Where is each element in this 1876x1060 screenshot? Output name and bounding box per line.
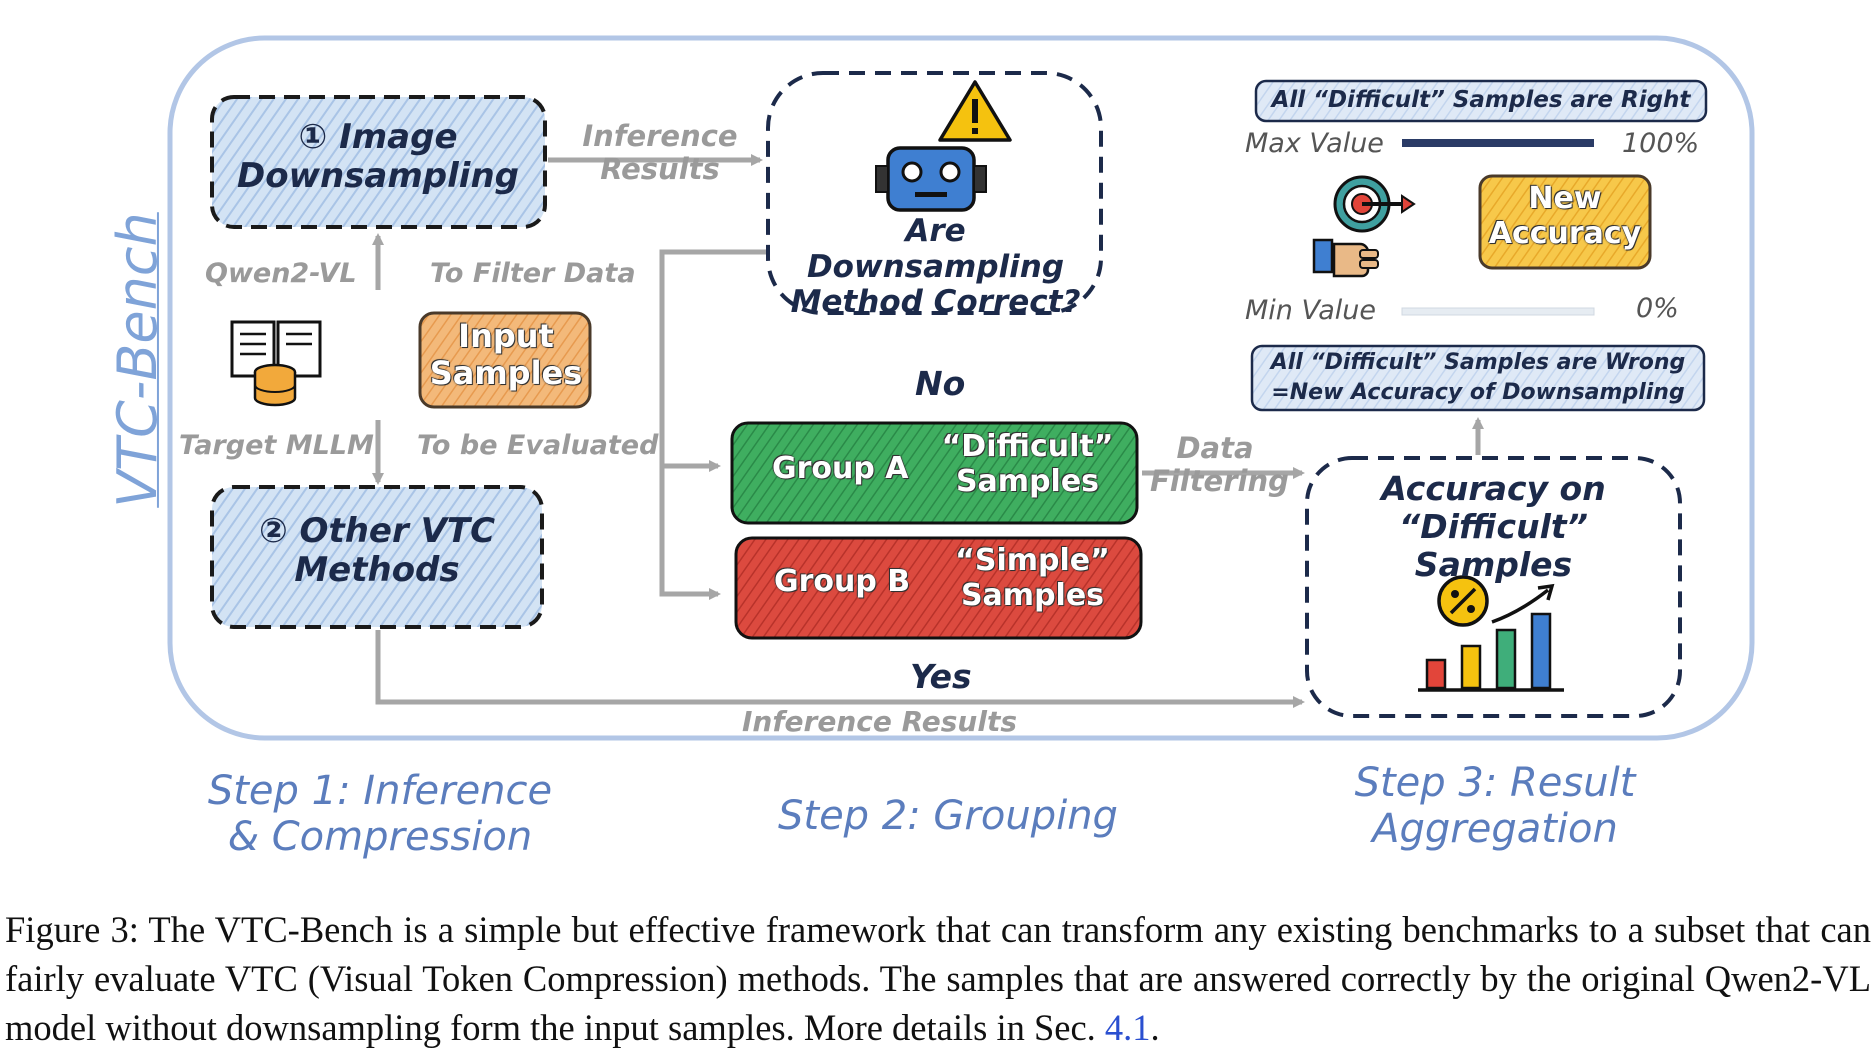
group-a-box [730,421,1139,525]
question-box [766,71,1103,315]
inference-results-top-label: Inference Results [582,119,738,187]
step2-title: Step 2: Grouping [778,793,1118,839]
section-reference-link[interactable]: 4.1 [1104,1007,1151,1048]
image-downsampling-label: ① Image Downsampling [237,117,519,197]
question-label: Are Downsampling Method Correct? [790,213,1081,321]
input-samples-box [418,311,592,409]
framework-label: VTC-Bench [105,212,169,508]
filter-data-label: To Filter Data [430,258,636,289]
diagram-canvas [167,35,1755,741]
inference-results-bottom-label: Inference Results [742,705,1017,738]
qwen-label: Qwen2-VL [205,258,357,289]
group-a-samples-label: “Difficult” Samples [941,429,1114,499]
min-value-label: Min Value [1245,295,1377,326]
caption-end: . [1150,1007,1160,1048]
all-wrong-line2: =New Accuracy of Downsampling [1271,380,1685,405]
arrow-branch-no [659,249,766,472]
data-filtering-label: Data Filtering [1150,431,1289,499]
new-accuracy-label: New Accuracy [1488,181,1642,251]
other-vtc-label: ② Other VTC Methods [258,511,496,591]
accuracy-box-label: Accuracy on “Difficult” Samples [1381,469,1606,584]
group-b-label: Group B [774,564,911,599]
all-wrong-box [1250,344,1706,412]
arrow-branch-to-b [659,466,721,600]
other-vtc-box [210,485,544,629]
min-value-bar [1401,307,1595,316]
document-database-icon [230,320,322,407]
robot-warning-icon [875,80,1012,212]
accuracy-box [1305,456,1682,718]
caption-text: Figure 3: The VTC-Bench is a simple but … [5,909,1871,1048]
input-samples-label: Input Samples [429,317,583,392]
all-wrong-line1: All “Difficult” Samples are Wrong [1270,350,1686,375]
growth-chart-icon [1418,575,1564,692]
figure-diagram: VTC-Bench ① Image Downsampling ② Other V… [105,35,1755,860]
target-mllm-label: Target MLLM [179,430,374,461]
arrow-yes-inference [375,630,1305,708]
no-label: No [915,364,966,403]
max-value-bar [1402,139,1594,147]
group-b-samples-label: “Simple” Samples [955,543,1110,613]
target-hand-icon [1312,175,1416,278]
max-value-label: Max Value [1245,128,1384,159]
all-right-box [1254,79,1708,123]
new-accuracy-box [1478,174,1652,270]
max-percent-label: 100% [1622,128,1700,159]
figure-caption: Figure 3: The VTC-Bench is a simple but … [5,905,1871,1052]
yes-label: Yes [910,657,972,696]
framework-frame [167,35,1755,741]
min-percent-label: 0% [1636,293,1679,324]
all-right-label: All “Difficult” Samples are Right [1271,87,1691,113]
image-downsampling-box [210,95,547,229]
step1-title: Step 1: Inference & Compression [207,768,553,860]
to-be-evaluated-label: To be Evaluated [417,430,659,461]
step3-title: Step 3: Result Aggregation [1354,760,1636,852]
group-b-box [734,536,1143,640]
group-a-label: Group A [772,451,909,486]
